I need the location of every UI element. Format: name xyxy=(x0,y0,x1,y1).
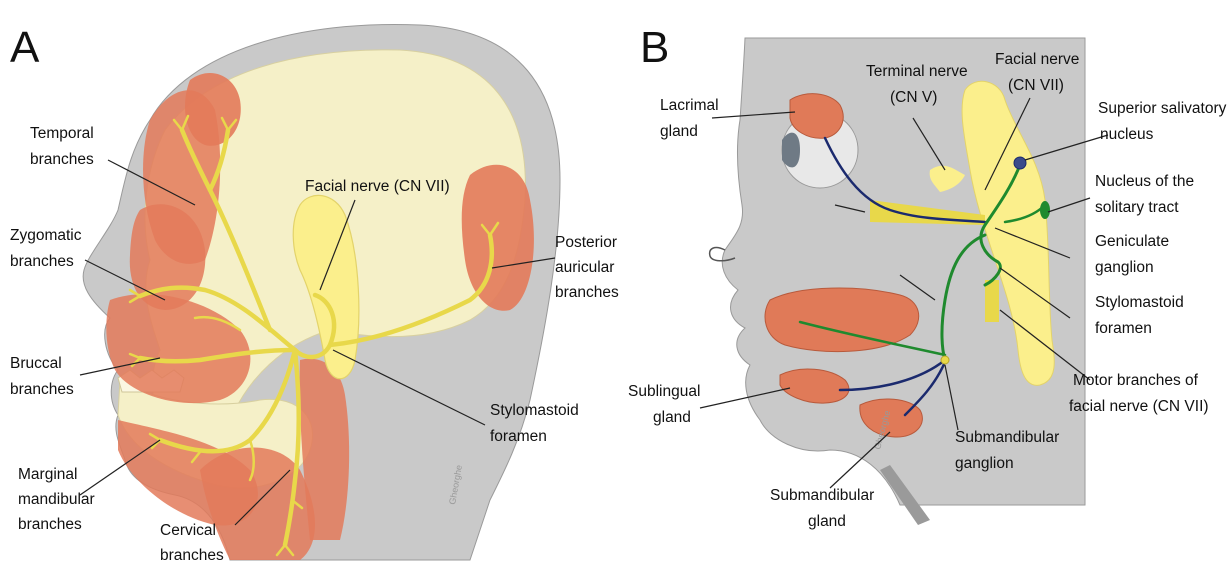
panel-b-iris xyxy=(782,133,800,168)
panel-b-tongue xyxy=(765,288,919,352)
label-posterior-auricular-branches: Posterior auricular branches xyxy=(555,234,621,301)
label-superior-salivatory-nucleus: Superior salivatory nucleus xyxy=(1098,100,1228,143)
panel-b-solitary-nucleus xyxy=(1040,201,1050,219)
label-geniculate-ganglion: Geniculate ganglion xyxy=(1095,233,1173,276)
label-zygomatic-branches: Zygomatic branches xyxy=(10,227,86,270)
label-cervical-branches: Cervical branches xyxy=(160,522,224,564)
label-lacrimal-gland: Lacrimal gland xyxy=(660,97,723,140)
panel-a: A xyxy=(10,23,621,564)
panel-b-submandibular-ganglion-dot xyxy=(941,356,949,364)
panel-a-occipital-muscle xyxy=(185,73,241,146)
label-marginal-mandibular-branches: Marginal mandibular branches xyxy=(18,466,99,533)
label-motor-branches: Motor branches of facial nerve (CN VII) xyxy=(1069,372,1209,415)
label-buccal-branches: Bruccal branches xyxy=(10,355,74,398)
label-nucleus-solitary-tract: Nucleus of the solitary tract xyxy=(1095,173,1198,216)
panel-b-motor-branch-stub xyxy=(985,280,999,322)
panel-a-letter: A xyxy=(10,23,40,72)
panel-b-letter: B xyxy=(640,23,669,72)
label-submandibular-gland: Submandibular gland xyxy=(770,487,879,530)
label-temporal-branches: Temporal branches xyxy=(30,125,98,168)
label-stylomastoid-foramen-b: Stylomastoid foramen xyxy=(1095,294,1188,337)
label-facial-nerve-a: Facial nerve (CN VII) xyxy=(305,178,450,195)
panel-b: B xyxy=(628,23,1228,530)
label-sublingual-gland: Sublingual gland xyxy=(628,383,705,426)
panel-b-salivatory-nucleus xyxy=(1014,157,1026,169)
